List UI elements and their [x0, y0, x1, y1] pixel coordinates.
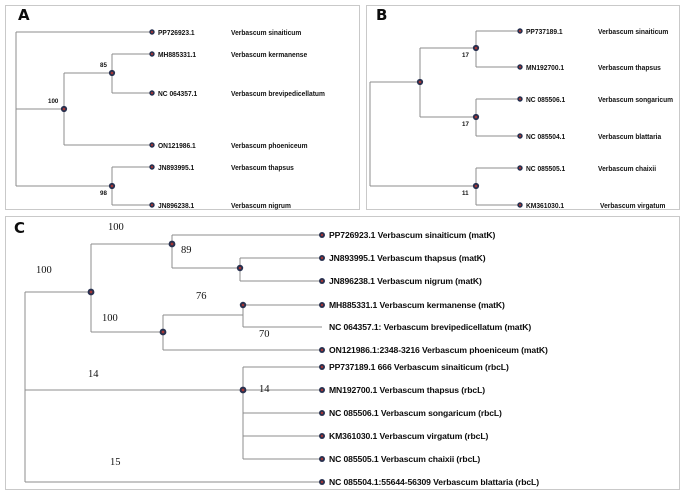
panel-c-nodes [87, 232, 325, 485]
accession: ON121986.1 [158, 141, 196, 150]
panel-b-support-11: 11 [462, 190, 469, 197]
panel-c-support-root: 100 [36, 265, 52, 276]
panel-b [366, 5, 680, 210]
accession: NC 085504.1 [526, 132, 566, 141]
panel-a-letter: A [18, 6, 30, 24]
species-name: Verbascum chaixii [598, 164, 657, 173]
panel-c-support-100-lower: 100 [102, 313, 118, 324]
species-name: Verbascum thapsus [231, 163, 294, 172]
panel-c-tip-2: JN893995.1 Verbascum thapsus (matK) [329, 253, 486, 263]
panel-c-tip-1: PP726923.1 Verbascum sinaiticum (matK) [329, 230, 496, 240]
panel-a-nodes [60, 29, 155, 208]
species-name: Verbascum kermanense [231, 50, 308, 59]
panel-c-tip-7: PP737189.1 666 Verbascum sinaiticum (rbc… [329, 362, 509, 372]
panel-c-tip-11: NC 085505.1 Verbascum chaixii (rbcL) [329, 454, 481, 464]
panel-c-support-70: 70 [259, 329, 270, 340]
accession: MH885331.1 [158, 50, 197, 59]
panel-c-support-15: 15 [110, 457, 121, 468]
panel-c-support-76: 76 [196, 291, 207, 302]
panel-c-tip-9: NC 085506.1 Verbascum songaricum (rbcL) [329, 408, 502, 418]
panel-c-support-14-polytomy: 14 [259, 384, 270, 395]
accession: PP737189.1 [526, 27, 563, 36]
species-name: Verbascum thapsus [598, 63, 661, 72]
panel-c-tip-12: NC 085504.1:55644-56309 Verbascum blatta… [329, 477, 539, 487]
panel-b-nodes [416, 28, 523, 208]
panel-c [5, 216, 680, 490]
accession: MN192700.1 [526, 63, 565, 72]
panel-a-support-85: 85 [100, 62, 107, 69]
species-name: Verbascum nigrum [231, 201, 291, 210]
species-name: Verbascum virgatum [600, 201, 666, 210]
panel-c-tip-6: ON121986.1:2348-3216 Verbascum phoeniceu… [329, 345, 548, 355]
panel-c-tip-8: MN192700.1 Verbascum thapsus (rbcL) [329, 385, 486, 395]
species-name: Verbascum phoeniceum [231, 141, 308, 150]
panel-b-support-17-lower: 17 [462, 121, 469, 128]
panel-c-tip-5: NC 064357.1: Verbascum brevipedicellatum… [329, 322, 532, 332]
accession: NC 085505.1 [526, 164, 566, 173]
species-name: Verbascum sinaiticum [598, 27, 669, 36]
species-name: Verbascum sinaiticum [231, 28, 302, 37]
panel-c-support-matk: 100 [108, 222, 124, 233]
accession: PP726923.1 [158, 28, 195, 37]
species-name: Verbascum brevipedicellatum [231, 89, 325, 98]
panel-b-support-17-upper: 17 [462, 52, 469, 59]
panel-c-letter: C [14, 219, 26, 237]
panel-c-support-89: 89 [181, 245, 192, 256]
accession: NC 064357.1 [158, 89, 198, 98]
panel-a-support-100: 100 [48, 98, 59, 105]
panel-c-support-14-branch: 14 [88, 369, 99, 380]
accession: NC 085506.1 [526, 95, 566, 104]
species-name: Verbascum blattaria [598, 132, 662, 141]
panel-c-tip-3: JN896238.1 Verbascum nigrum (matK) [329, 276, 482, 286]
accession: JN896238.1 [158, 201, 195, 210]
panel-c-tip-4: MH885331.1 Verbascum kermanense (matK) [329, 300, 505, 310]
panel-c-tip-10: KM361030.1 Verbascum virgatum (rbcL) [329, 431, 489, 441]
panel-a-support-98: 98 [100, 190, 107, 197]
accession: JN893995.1 [158, 163, 195, 172]
panel-b-letter: B [376, 6, 388, 24]
accession: KM361030.1 [526, 201, 565, 210]
species-name: Verbascum songaricum [598, 95, 674, 104]
